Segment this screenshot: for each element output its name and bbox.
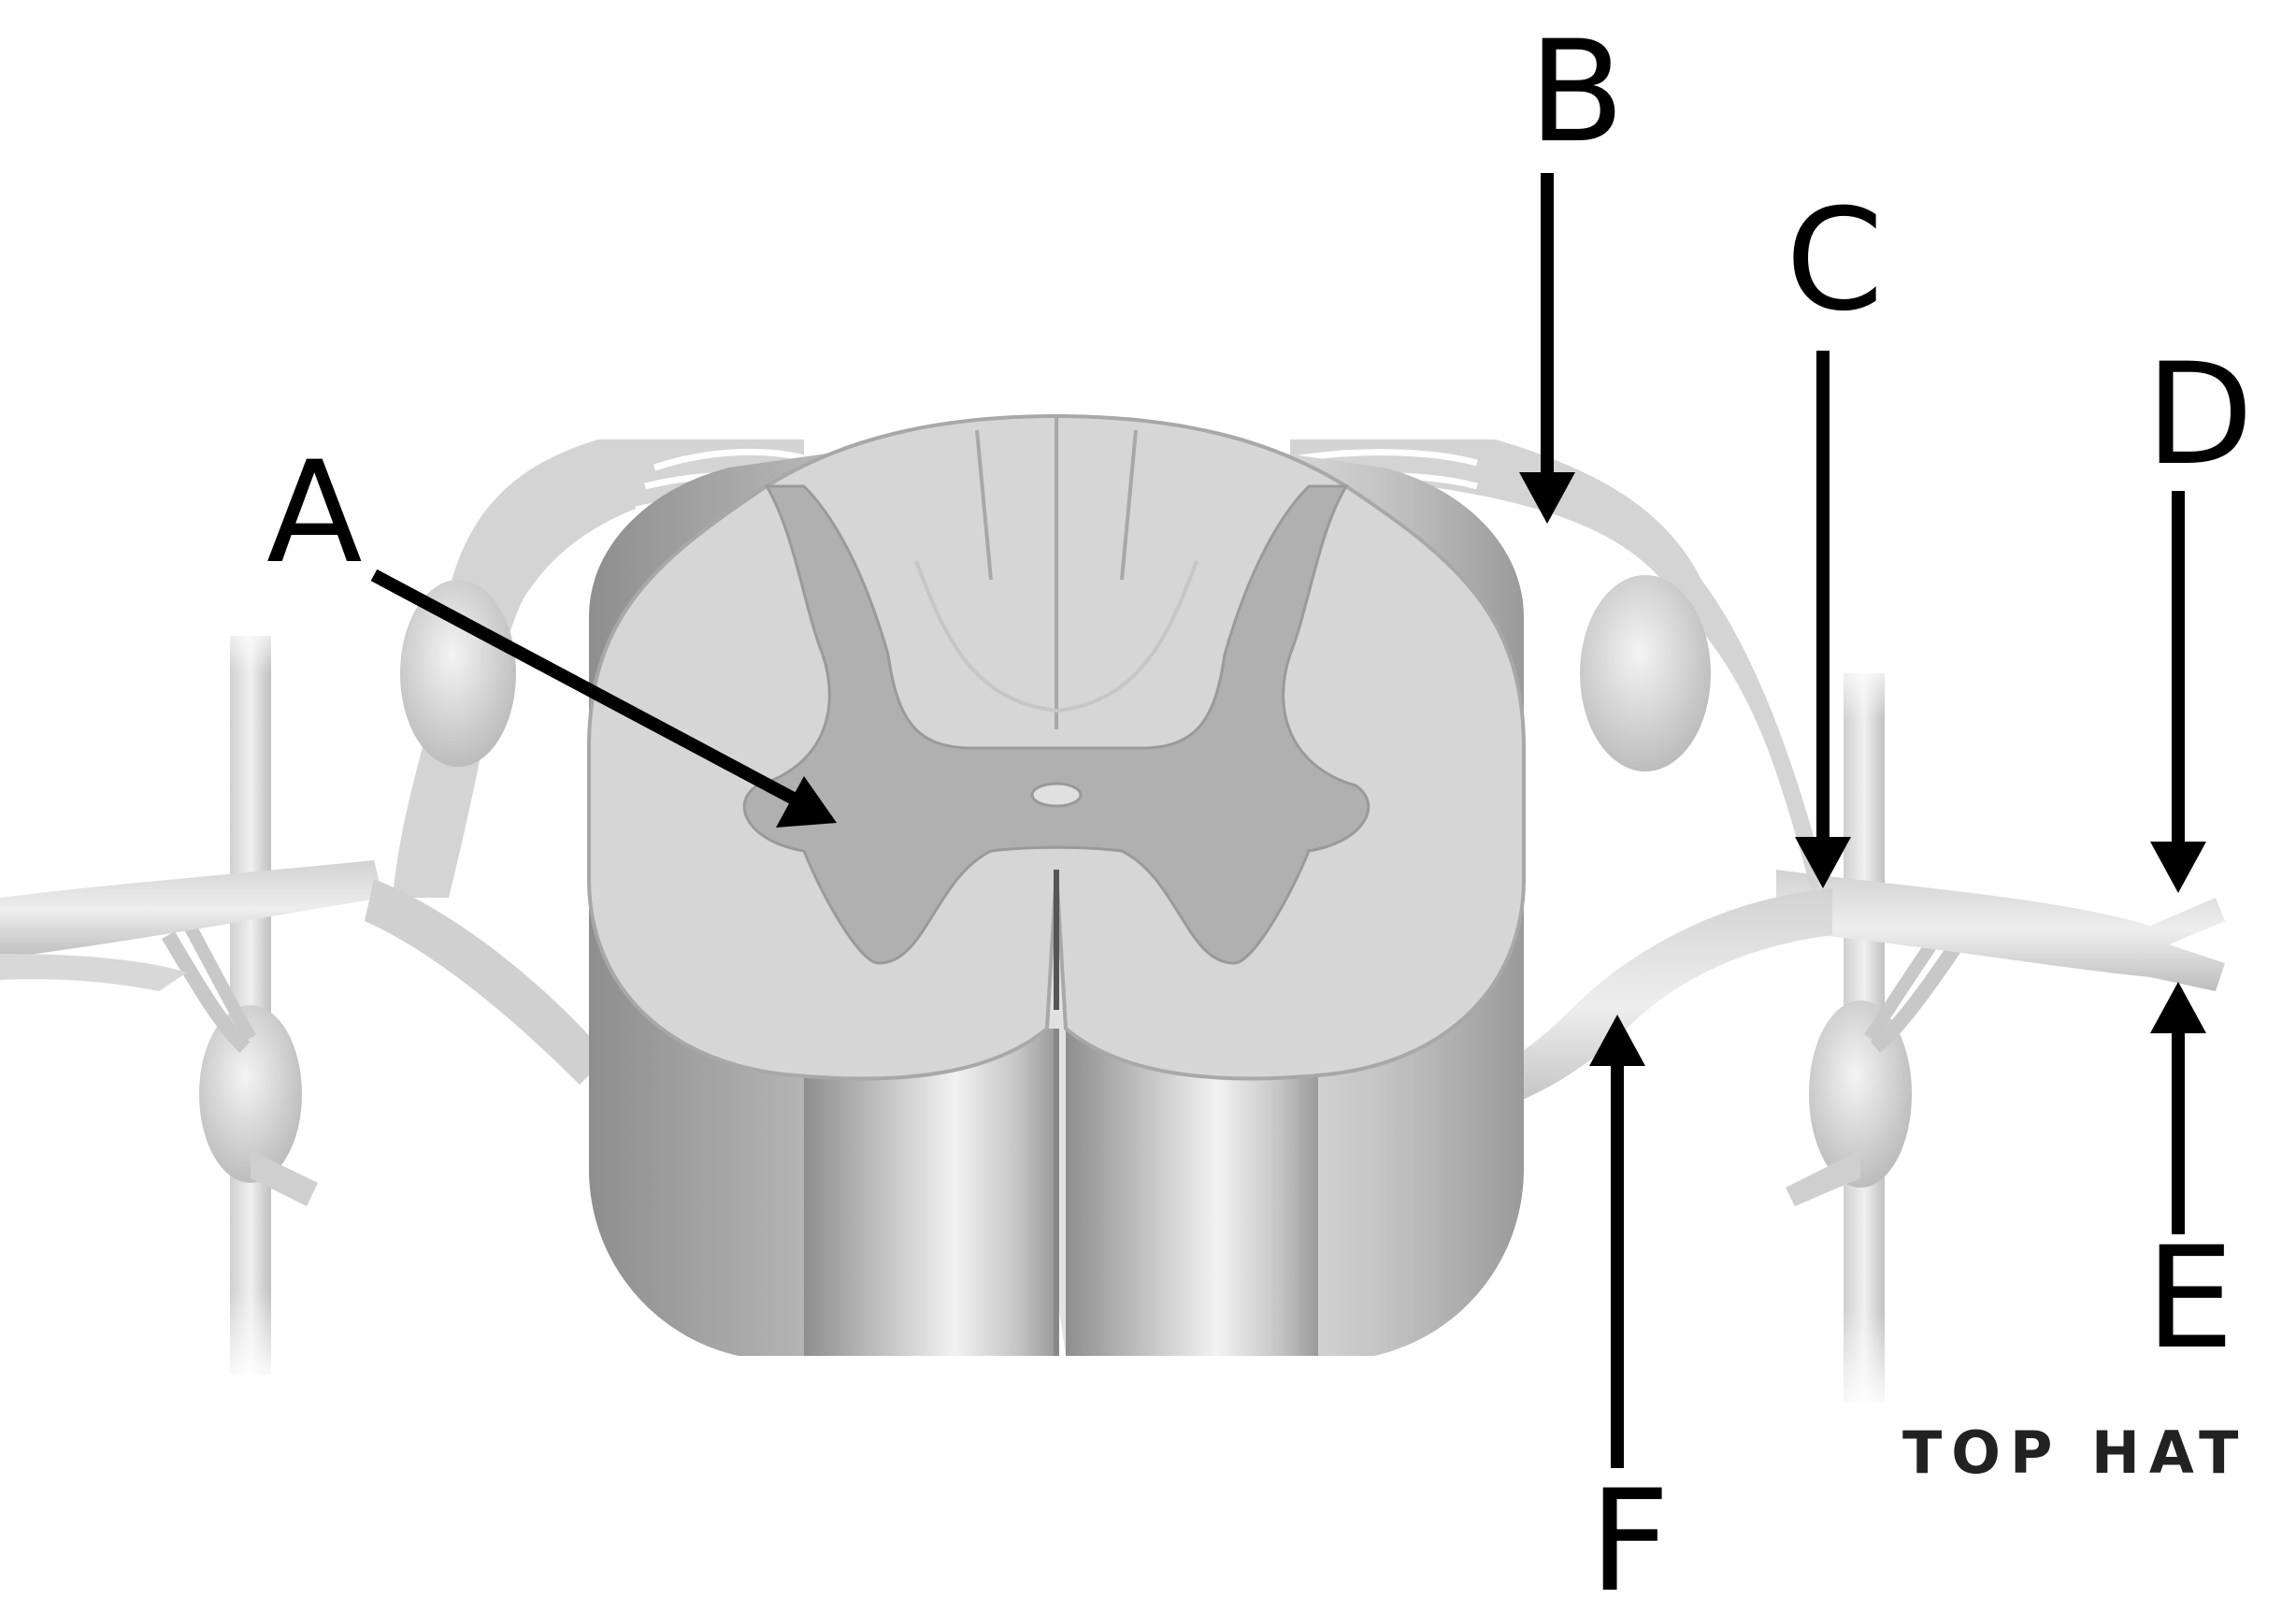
gray-matter bbox=[742, 484, 1370, 965]
central-canal bbox=[1030, 782, 1083, 808]
arrow-f bbox=[1589, 1015, 1645, 1468]
arrow-c bbox=[1795, 351, 1851, 888]
top-hat-watermark: TOP HAT bbox=[1902, 1419, 2247, 1487]
label-c: C bbox=[1786, 180, 1884, 342]
arrow-b bbox=[1519, 173, 1575, 524]
label-b: B bbox=[1528, 11, 1625, 174]
sympathetic-trunk-right bbox=[1786, 655, 1970, 1412]
spinal-nerve-left bbox=[0, 860, 383, 991]
label-a: A bbox=[266, 432, 363, 595]
arrow-a bbox=[370, 569, 837, 828]
label-d: D bbox=[2145, 334, 2254, 497]
sympathetic-trunk-left bbox=[162, 617, 318, 1384]
label-f: F bbox=[1589, 1461, 1670, 1599]
label-e: E bbox=[2145, 1217, 2234, 1380]
posterior-horn-division bbox=[914, 560, 1198, 713]
arrow-d bbox=[2150, 491, 2206, 893]
arrow-e bbox=[2150, 982, 2206, 1234]
spinal-nerve-right bbox=[1776, 870, 2225, 991]
